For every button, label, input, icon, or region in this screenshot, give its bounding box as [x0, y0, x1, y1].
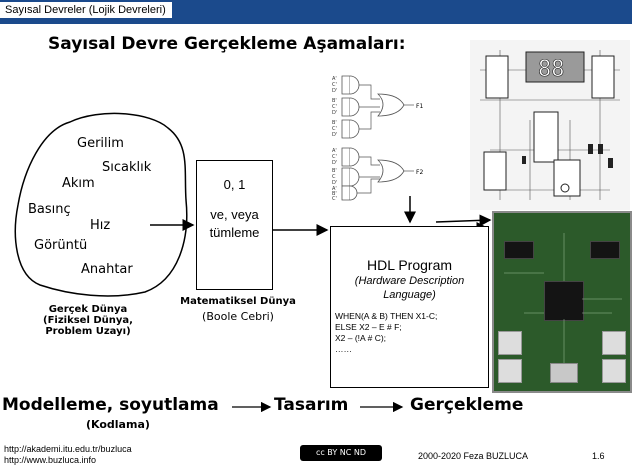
hdl-subtitle-1: (Hardware Description: [354, 275, 465, 287]
svg-text:C': C': [332, 196, 337, 202]
svg-text:B': B': [332, 191, 337, 197]
cc-license-badge[interactable]: cc BY NC ND: [300, 445, 382, 461]
math-world-caption: Matematiksel Dünya: [180, 296, 296, 307]
footer-copyright: 2000-2020 Feza BUZLUCA: [418, 451, 529, 461]
svg-text:C: C: [332, 174, 336, 180]
pcb-photo: [492, 211, 632, 393]
bottom-realization: Gerçekleme: [410, 395, 524, 415]
word-anahtar: Anahtar: [81, 262, 133, 277]
svg-text:D': D': [332, 160, 337, 166]
hdl-program-box: HDL Program (Hardware Description Langua…: [330, 226, 489, 388]
svg-text:88: 88: [538, 57, 565, 82]
word-sicaklik: Sıcaklık: [102, 160, 152, 175]
svg-text:D': D': [332, 88, 337, 94]
footer-page-number: 1.6: [592, 451, 605, 461]
svg-text:D': D': [332, 132, 337, 138]
word-akim: Akım: [62, 176, 95, 191]
svg-text:B': B': [332, 168, 337, 174]
hdl-subtitle-2: Language): [383, 289, 436, 301]
hdl-code: WHEN(A & B) THEN X1-C; ELSE X2 – E # F; …: [335, 311, 438, 354]
svg-text:B': B': [332, 120, 337, 126]
svg-text:A': A': [332, 148, 337, 154]
slide-heading: Sayısal Devre Gerçekleme Aşamaları:: [48, 34, 406, 54]
seven-segment-display: [525, 51, 585, 83]
math-value-01: 0, 1: [223, 177, 246, 192]
svg-text:A': A': [332, 186, 337, 192]
math-value-ops: ve, veya: [210, 207, 259, 222]
hdl-title: HDL Program: [366, 257, 453, 273]
circuit-schematic: 88: [470, 40, 630, 210]
math-world-box: 0, 1 ve, veya tümleme: [196, 160, 273, 290]
word-goruntu: Görüntü: [34, 238, 88, 253]
footer-url-2[interactable]: http://www.buzluca.info: [4, 455, 97, 465]
math-value-complement: tümleme: [209, 225, 260, 240]
svg-text:A': A': [332, 76, 337, 82]
svg-text:C': C': [332, 82, 337, 88]
svg-text:B': B': [332, 98, 337, 104]
header-title: Sayısal Devreler (Lojik Devreleri): [0, 2, 172, 18]
word-basinc: Basınç: [28, 202, 71, 217]
logic-gates-diagram: A'C'D' B'C'D' B'C'D' A'C'D' B'CD' A'B'C'…: [332, 75, 423, 202]
gate-output-f1: F1: [416, 103, 423, 110]
header-bar: Sayısal Devreler (Lojik Devreleri): [0, 0, 632, 24]
bottom-modelling: Modelleme, soyutlama: [2, 395, 219, 415]
svg-text:D': D': [332, 110, 337, 116]
bottom-coding: (Kodlama): [86, 418, 150, 431]
svg-text:C': C': [332, 126, 337, 132]
word-gerilim: Gerilim: [77, 136, 124, 151]
svg-text:C': C': [332, 104, 337, 110]
real-world-caption: Gerçek Dünya (Fiziksel Dünya, Problem Uz…: [43, 304, 133, 337]
svg-text:C': C': [332, 154, 337, 160]
word-hiz: Hız: [90, 218, 111, 233]
bottom-design: Tasarım: [274, 395, 349, 415]
footer-url-1[interactable]: http://akademi.itu.edu.tr/buzluca: [4, 444, 132, 454]
svg-text:D': D': [332, 180, 337, 186]
math-world-subcaption: (Boole Cebri): [202, 310, 274, 323]
gate-output-f2: F2: [416, 169, 423, 176]
